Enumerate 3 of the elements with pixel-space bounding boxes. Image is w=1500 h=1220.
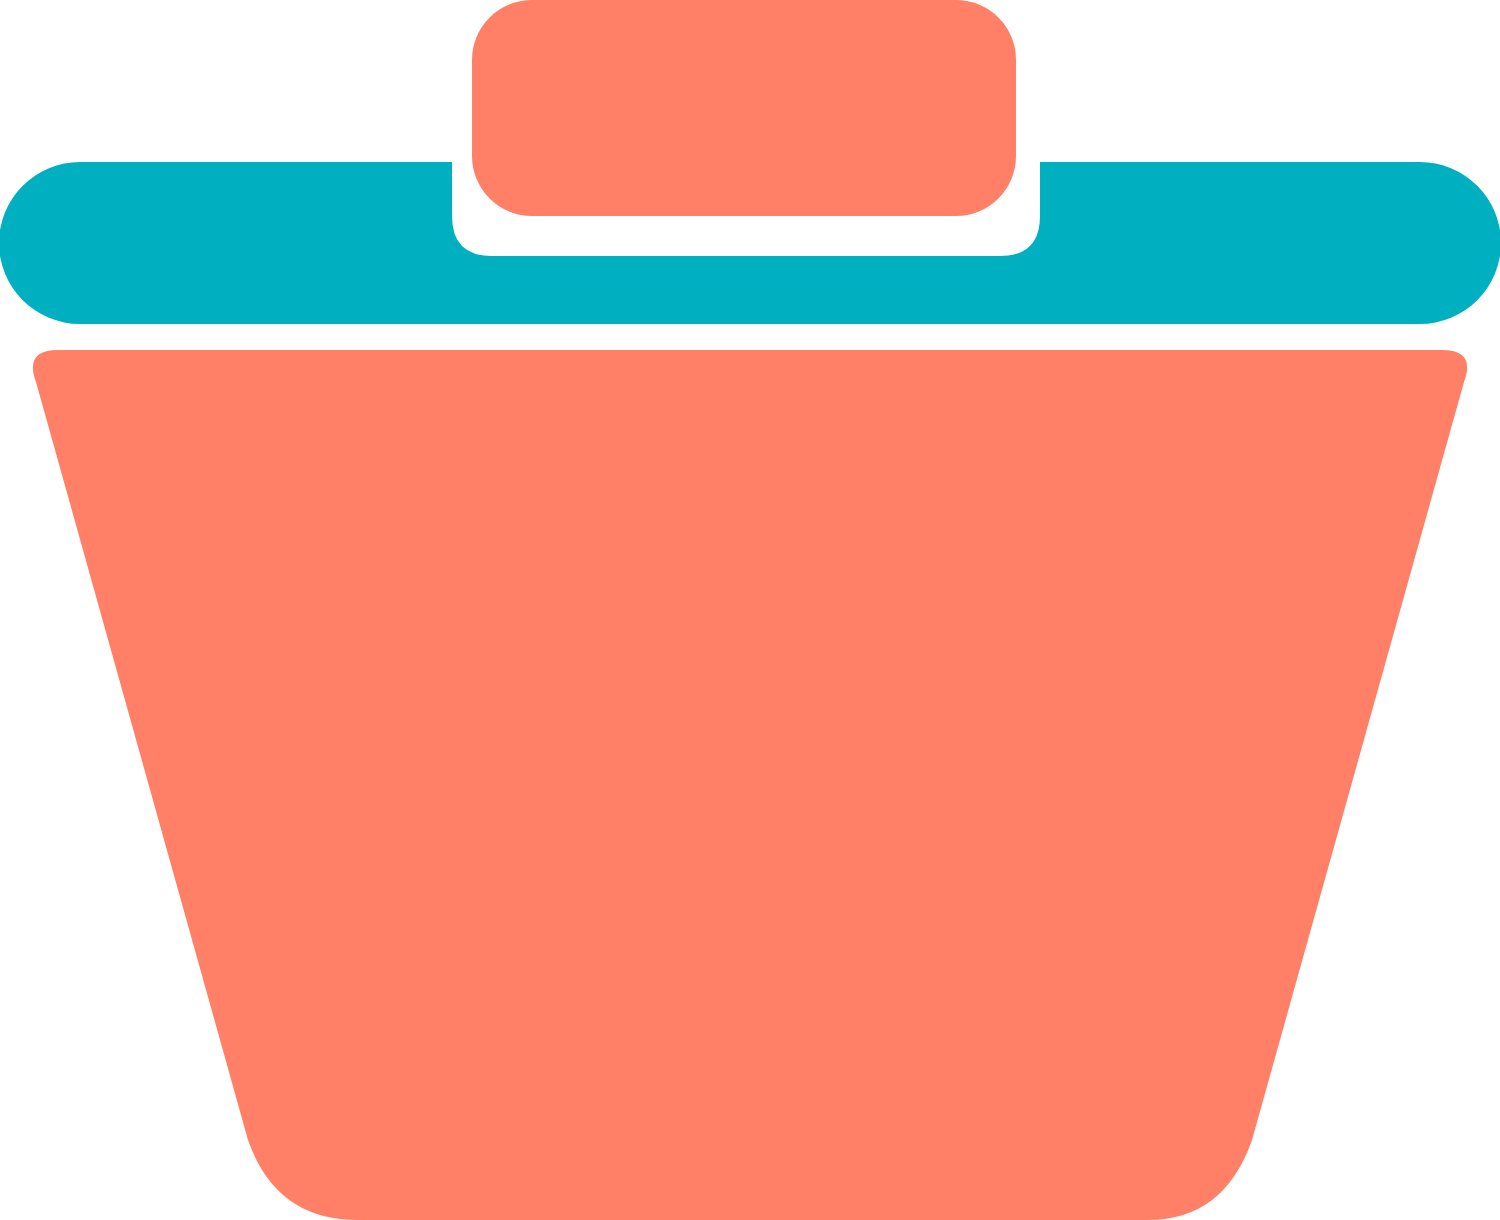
- notched-bar: [0, 162, 1500, 324]
- trapezoid-basket: [28, 350, 1472, 1220]
- rounded-box: [472, 0, 1016, 216]
